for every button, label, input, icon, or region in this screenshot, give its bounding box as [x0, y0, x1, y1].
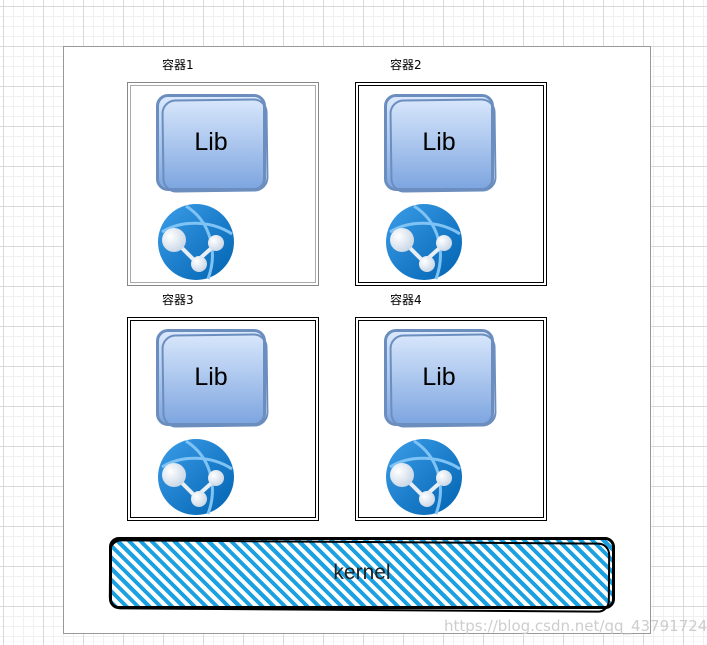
container-3-lib-label: Lib	[194, 363, 228, 391]
watermark: https://blog.csdn.net/qq_43791724	[444, 617, 707, 635]
kernel-block: kernel	[109, 537, 615, 609]
container-2-lib-label: Lib	[422, 128, 456, 156]
container-1-lib-label: Lib	[194, 128, 228, 156]
web-app-globe-icon	[156, 202, 236, 282]
container-1: Lib	[127, 82, 319, 286]
container-1-lib: Lib	[156, 94, 266, 191]
container-2-lib: Lib	[384, 94, 494, 191]
web-app-globe-icon	[384, 437, 464, 517]
container-2-title: 容器2	[390, 58, 422, 72]
web-app-globe-icon	[384, 202, 464, 282]
web-app-globe-icon	[156, 437, 236, 517]
container-2: Lib	[355, 82, 547, 286]
container-4-title: 容器4	[390, 293, 422, 307]
container-3-lib: Lib	[156, 329, 266, 426]
container-4-lib-label: Lib	[422, 363, 456, 391]
kernel-label: kernel	[333, 561, 391, 584]
container-3: Lib	[127, 317, 319, 521]
container-3-title: 容器3	[162, 293, 194, 307]
container-4-lib: Lib	[384, 329, 494, 426]
container-4: Lib	[355, 317, 547, 521]
container-1-title: 容器1	[162, 58, 194, 72]
